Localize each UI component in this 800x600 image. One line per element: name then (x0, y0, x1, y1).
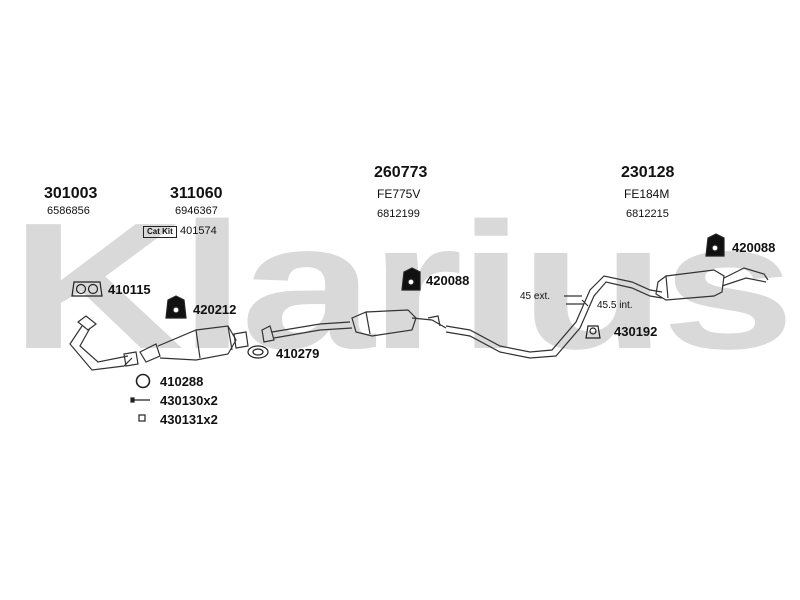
fitting-410115: 410115 (108, 282, 151, 297)
annotation-ext: 45 ext. (520, 291, 551, 302)
part-number-230128: 230128 (621, 164, 675, 181)
oe-number-6812199: 6812199 (377, 208, 420, 220)
fitting-430131: 430131x2 (160, 412, 218, 427)
catalytic-converter-part (139, 325, 249, 363)
cat-kit-badge: Cat Kit (143, 226, 177, 238)
fitting-410279: 410279 (276, 346, 320, 361)
fitting-410288: 410288 (160, 374, 204, 389)
bolt-icon (130, 397, 150, 403)
part-number-311060: 311060 (170, 185, 223, 202)
annotation-int: 45.5 int. (597, 300, 633, 311)
fitting-420088-rear: 420088 (732, 240, 776, 255)
front-pipe-part (69, 315, 139, 371)
nut-icon (138, 414, 146, 422)
ref-fe775v: FE775V (377, 187, 421, 201)
gasket-icon (71, 281, 103, 297)
rear-pipe-part (445, 275, 663, 359)
oe-number-6812215: 6812215 (626, 208, 669, 220)
clamp-icon (585, 325, 601, 339)
fitting-420088-centre: 420088 (426, 273, 470, 288)
rear-silencer-part (655, 267, 769, 301)
rubber-mount-icon-3 (705, 233, 725, 257)
rubber-mount-icon-2 (401, 267, 421, 291)
fitting-430192: 430192 (614, 324, 658, 339)
part-number-260773: 260773 (374, 164, 428, 181)
fitting-420212: 420212 (193, 302, 237, 317)
cat-kit-label: Cat Kit (147, 227, 173, 236)
oe-number-6586856: 6586856 (47, 205, 90, 217)
ref-fe184m: FE184M (624, 187, 670, 201)
cut-marks (564, 295, 589, 307)
centre-silencer-part (351, 309, 447, 337)
oe-number-6946367: 6946367 (175, 205, 218, 217)
rubber-mount-icon (165, 295, 187, 319)
seal-ring-icon (135, 373, 151, 389)
part-number-301003: 301003 (44, 185, 98, 202)
ring-gasket-icon (247, 345, 269, 359)
kit-number-401574: 401574 (180, 225, 217, 237)
intermediate-pipe-part (261, 321, 353, 343)
fitting-430130: 430130x2 (160, 393, 218, 408)
